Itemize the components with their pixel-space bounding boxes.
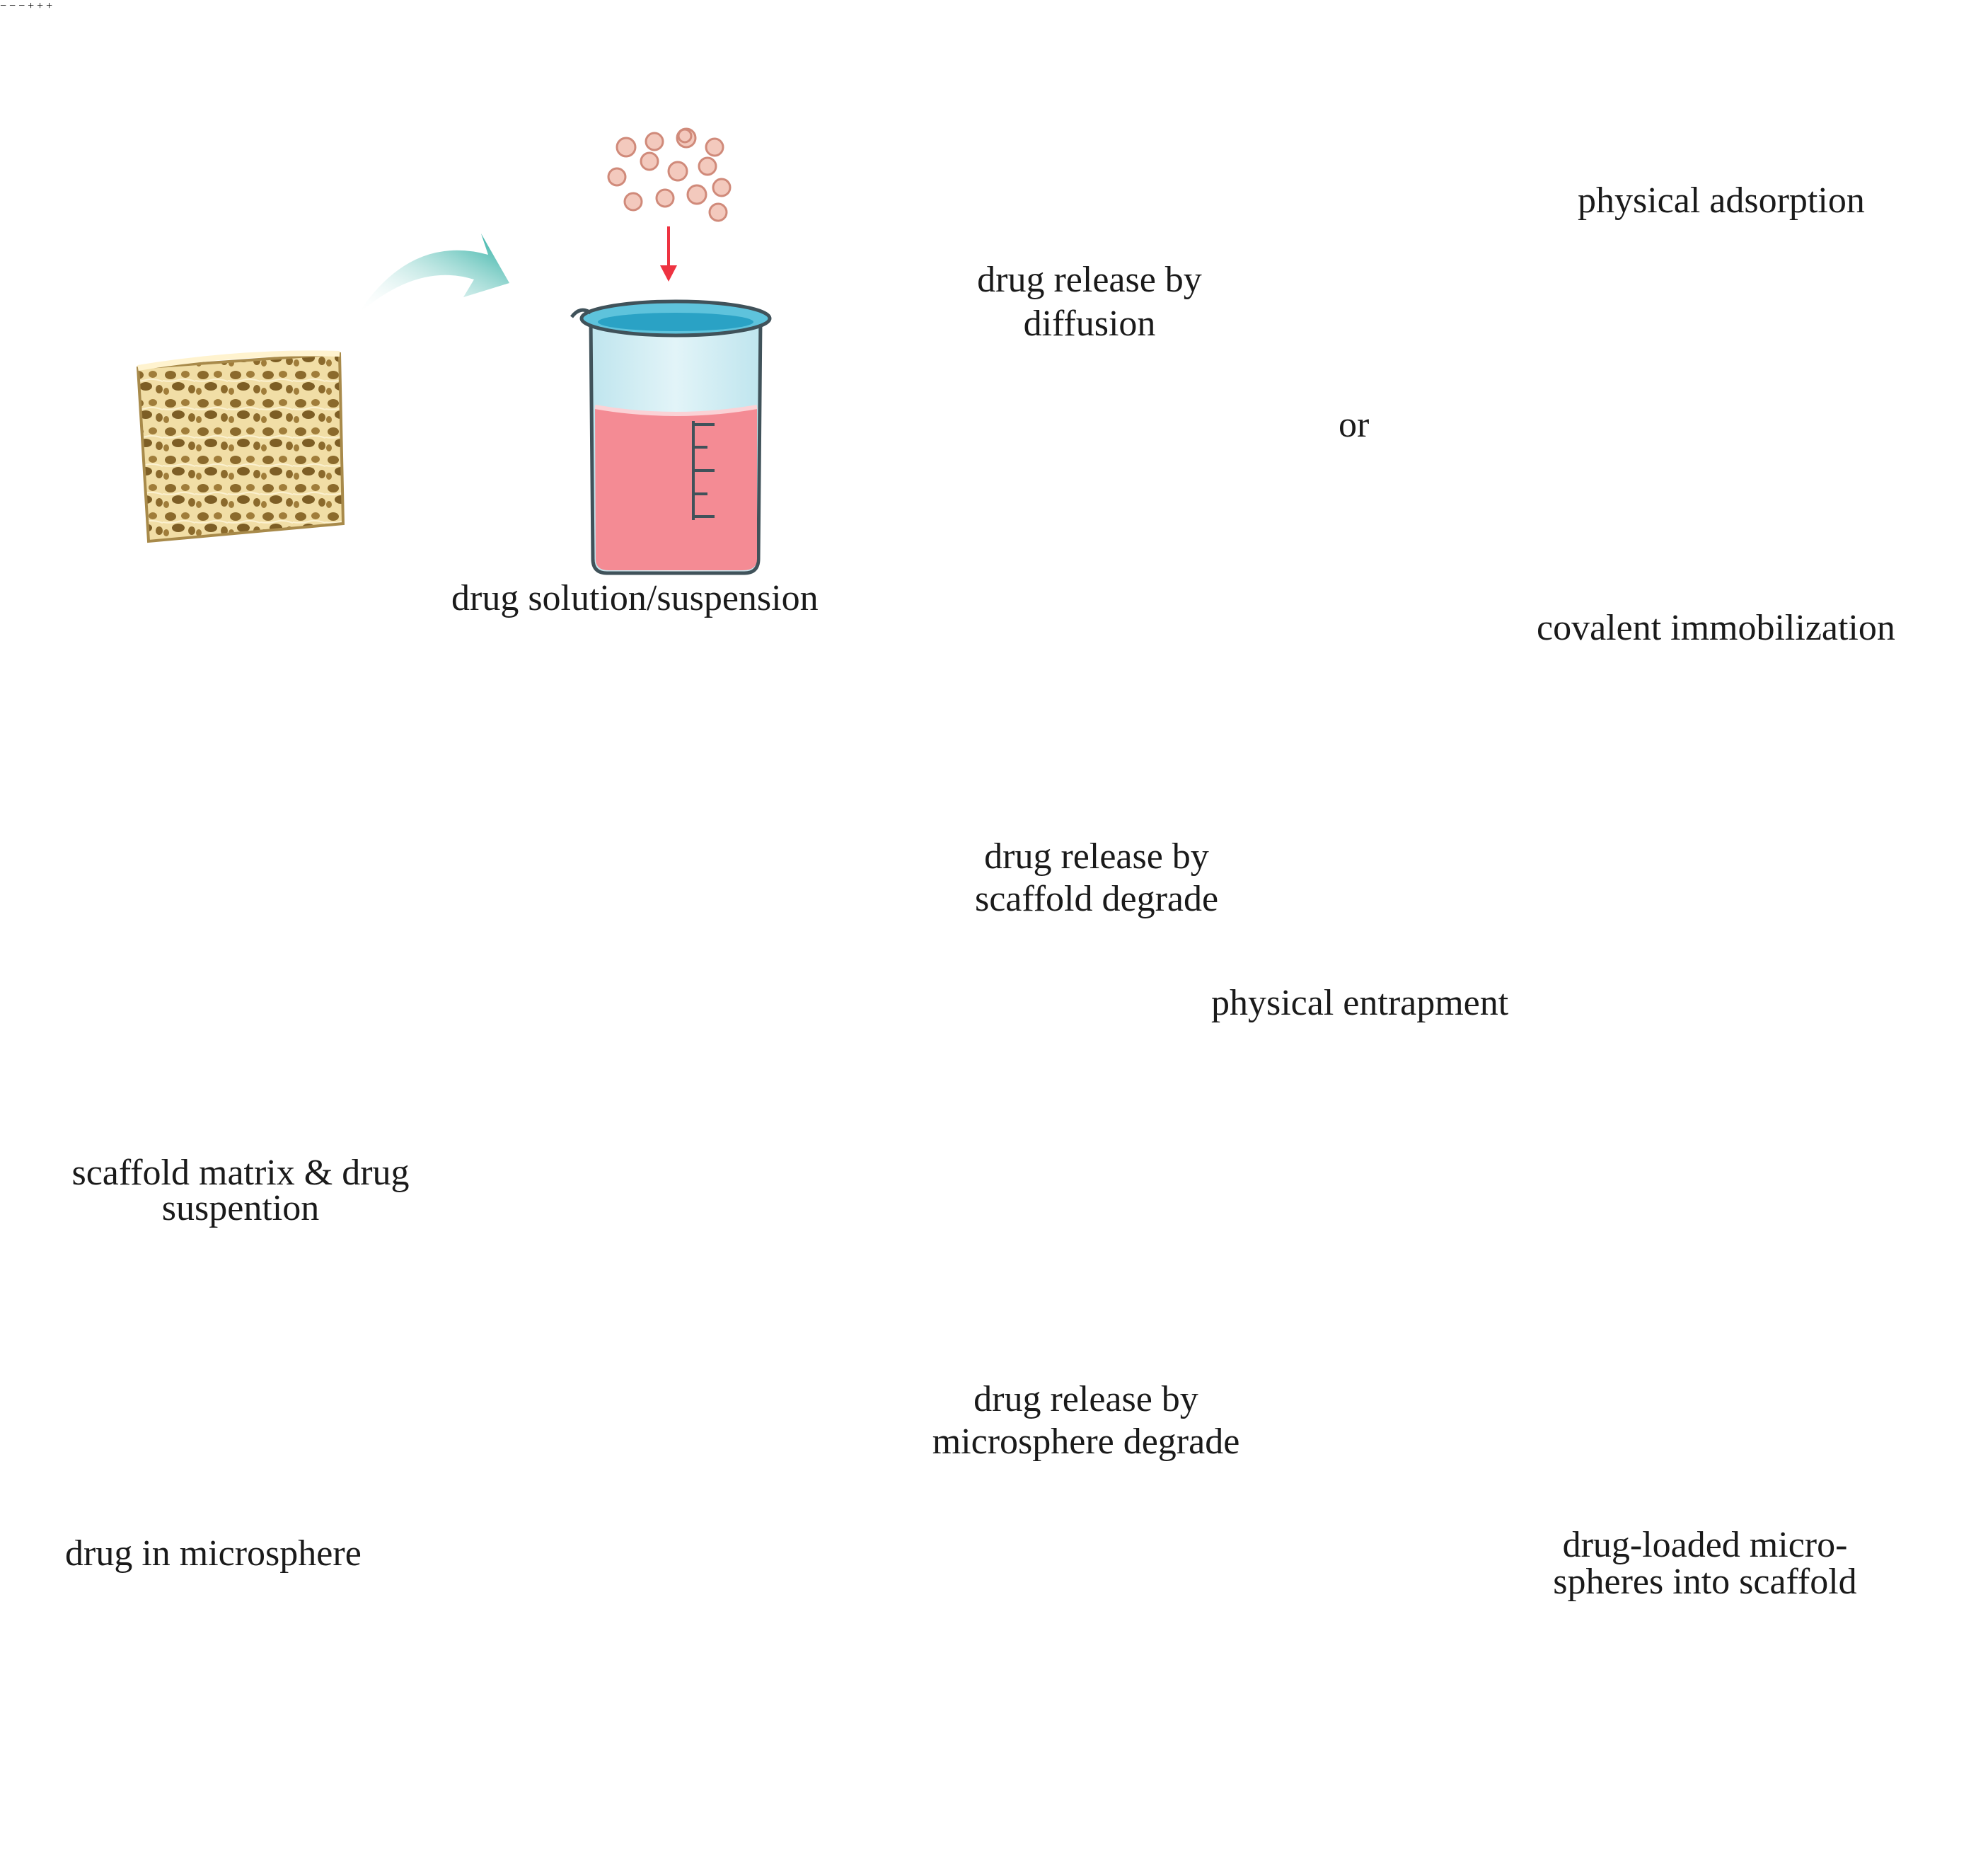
- label-physical-entrapment: physical entrapment: [1211, 983, 1509, 1023]
- label-freeze-dryer: freeze dryer: [562, 1014, 746, 1056]
- label-matrix-1: scaffold matrix & drug: [71, 1153, 410, 1193]
- label-release-diffusion-1: drug release by: [977, 260, 1202, 300]
- label-drug-solution: drug solution/suspension: [451, 578, 819, 618]
- plus-charges: + + +: [28, 0, 53, 12]
- beaker-drug-solution: [570, 299, 772, 575]
- label-release-micro-1: drug release by: [973, 1379, 1198, 1419]
- label-release-degrade-1: drug release by: [984, 836, 1209, 877]
- label-physical-adsorption: physical adsorption: [1578, 180, 1865, 221]
- label-release-degrade-2: scaffold degrade: [974, 879, 1219, 919]
- label-covalent: covalent immobilization: [1537, 608, 1895, 648]
- drug-particles: [607, 127, 732, 222]
- curved-arrow-icon: [357, 233, 509, 315]
- label-matrix-2: suspention: [161, 1188, 320, 1228]
- label-release-micro-2: microsphere degrade: [932, 1422, 1240, 1462]
- label-or: or: [1339, 405, 1370, 445]
- label-drug-in-microsphere: drug in microsphere: [65, 1533, 362, 1574]
- label-release-diffusion-2: diffusion: [1023, 304, 1156, 344]
- adsorption-charges: − − −: [0, 0, 25, 12]
- scaffold-block: [136, 350, 345, 543]
- label-loaded-2: spheres into scaffold: [1553, 1562, 1857, 1602]
- label-loaded-1: drug-loaded micro-: [1562, 1525, 1848, 1565]
- down-arrow-head-icon: [660, 265, 677, 282]
